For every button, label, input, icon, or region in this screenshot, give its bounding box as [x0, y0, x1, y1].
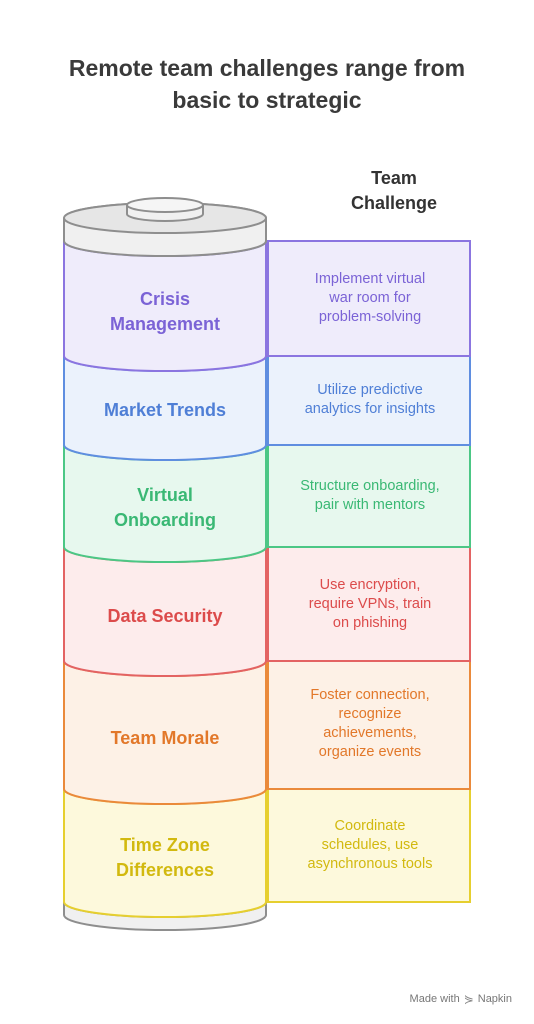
description-box: [267, 546, 471, 662]
segment-label: Crisis Management: [109, 289, 221, 334]
segment-description: Structure onboarding, pair with mentors: [300, 478, 440, 513]
segment-label: Virtual Onboarding: [114, 485, 216, 530]
segment-description: Coordinate schedules, use asynchronous t…: [307, 817, 433, 872]
segment-label: Team Morale: [110, 727, 220, 748]
description-box: [267, 444, 471, 548]
description-box: [267, 355, 471, 446]
segment-description: Foster connection, recognize achievement…: [310, 687, 430, 760]
segment-label: Market Trends: [103, 399, 227, 420]
made-with-text: Made with: [409, 993, 460, 1005]
description-box: [267, 660, 471, 790]
napkin-brand: Napkin: [477, 993, 512, 1005]
column-header: Team Challenge: [350, 168, 438, 213]
footer-credit: Made with ⋟ Napkin: [410, 992, 512, 1006]
segment-description: Implement virtual war room for problem-s…: [314, 270, 426, 325]
segment-label: Time Zone Differences: [115, 835, 215, 880]
description-box: [267, 788, 471, 903]
terminal-top: [126, 197, 204, 213]
napkin-logo-icon: ⋟: [463, 992, 474, 1006]
description-box: [267, 240, 471, 357]
segment-description: Utilize predictive analytics for insight…: [304, 382, 436, 417]
segment-label: Data Security: [107, 605, 223, 626]
segment-description: Use encryption, require VPNs, train on p…: [308, 576, 432, 631]
diagram-title: Remote team challenges range from basic …: [68, 55, 466, 113]
